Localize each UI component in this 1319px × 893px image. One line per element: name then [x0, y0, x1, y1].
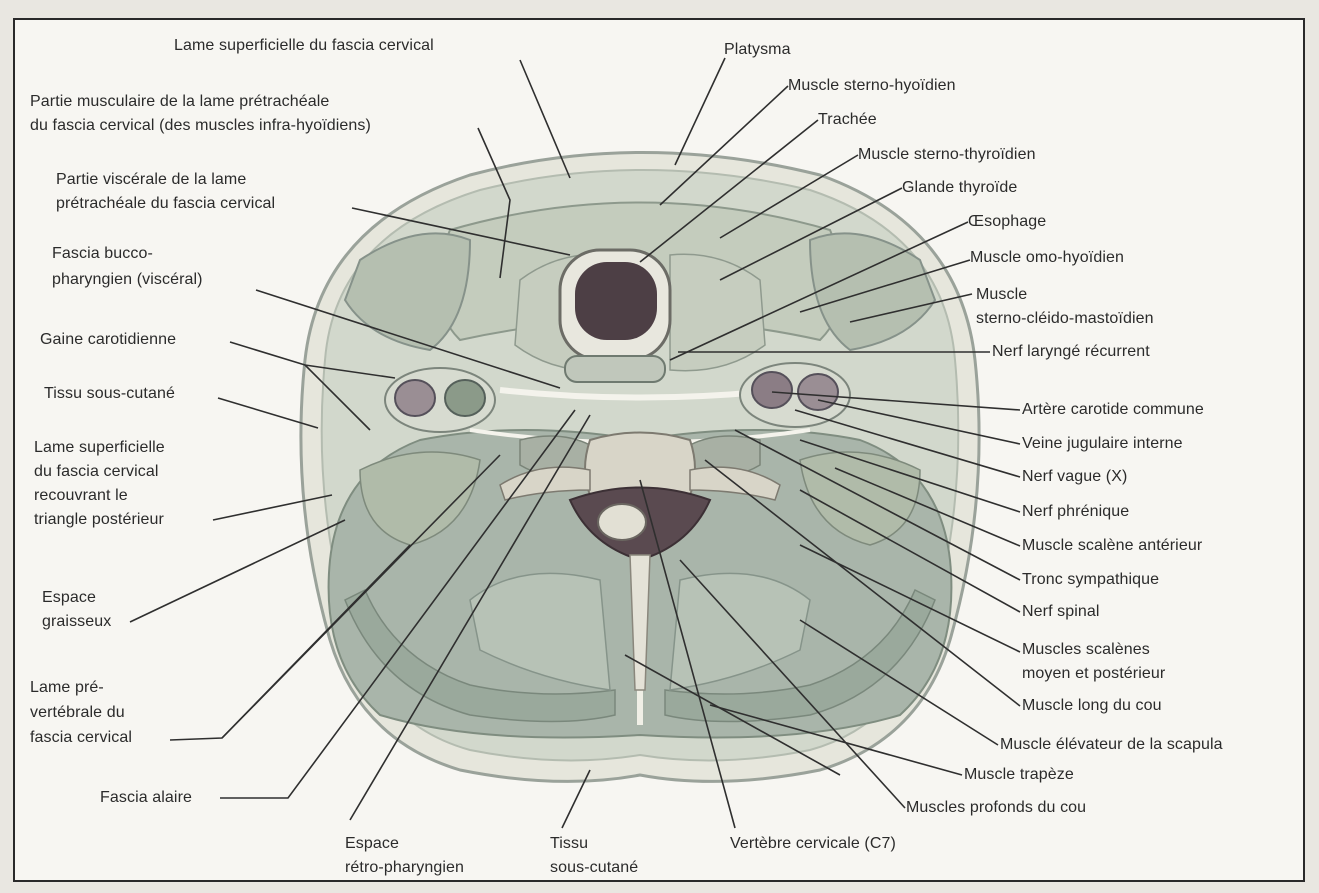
label-lame-prevert-line3: fascia cervical	[30, 728, 132, 747]
label-oesophage: Œsophage	[968, 212, 1046, 231]
label-fascia-bucco-line1: Fascia bucco-	[52, 244, 153, 263]
label-scm-line2: sterno-cléido-mastoïdien	[976, 309, 1154, 328]
trachea-lumen	[575, 262, 657, 340]
label-sterno-hyoidien: Muscle sterno-hyoïdien	[788, 76, 956, 95]
label-espace-retro-line1: Espace	[345, 834, 399, 853]
label-scm-line1: Muscle	[976, 285, 1027, 304]
label-artere-carotide: Artère carotide commune	[1022, 400, 1204, 419]
label-scalenes-moyen-line1: Muscles scalènes	[1022, 640, 1150, 659]
label-veine-jugulaire: Veine jugulaire interne	[1022, 434, 1183, 453]
label-partie-musculaire-line1: Partie musculaire de la lame prétrachéal…	[30, 92, 329, 111]
label-trapeze: Muscle trapèze	[964, 765, 1074, 784]
label-omo-hyoidien: Muscle omo-hyoïdien	[970, 248, 1124, 267]
label-lame-prevert-line1: Lame pré-	[30, 678, 104, 697]
label-espace-graisseux-line1: Espace	[42, 588, 96, 607]
label-lame-sup-post-line4: triangle postérieur	[34, 510, 164, 529]
spinal-cord	[598, 504, 646, 540]
label-long-du-cou: Muscle long du cou	[1022, 696, 1162, 715]
label-elevateur-scapula: Muscle élévateur de la scapula	[1000, 735, 1223, 754]
label-platysma: Platysma	[724, 40, 791, 59]
label-scalenes-moyen-line2: moyen et postérieur	[1022, 664, 1165, 683]
carotid-artery-left	[395, 380, 435, 416]
jugular-vein-left	[445, 380, 485, 416]
label-tissu-sous-cutane-left: Tissu sous-cutané	[44, 384, 175, 403]
label-fascia-bucco-line2: pharyngien (viscéral)	[52, 270, 203, 289]
label-lame-prevert-line2: vertébrale du	[30, 703, 125, 722]
jugular-vein-right	[798, 374, 838, 410]
label-fascia-alaire: Fascia alaire	[100, 788, 192, 807]
label-espace-retro-line2: rétro-pharyngien	[345, 858, 464, 877]
label-sterno-thyroidien: Muscle sterno-thyroïdien	[858, 145, 1036, 164]
label-partie-viscerale-line2: prétrachéale du fascia cervical	[56, 194, 275, 213]
carotid-artery-right	[752, 372, 792, 408]
label-lame-sup-post-line2: du fascia cervical	[34, 462, 159, 481]
label-lame-sup-post-line1: Lame superficielle	[34, 438, 165, 457]
leader-platysma	[675, 58, 725, 165]
label-partie-musculaire-line2: du fascia cervical (des muscles infra-hy…	[30, 116, 371, 135]
label-nerf-spinal: Nerf spinal	[1022, 602, 1100, 621]
label-partie-viscerale-line1: Partie viscérale de la lame	[56, 170, 246, 189]
label-espace-graisseux-line2: graisseux	[42, 612, 111, 631]
label-vertebre: Vertèbre cervicale (C7)	[730, 834, 896, 853]
label-gaine-carotidienne: Gaine carotidienne	[40, 330, 176, 349]
label-nerf-phrenique: Nerf phrénique	[1022, 502, 1129, 521]
label-tissu-sous-cutane-bottom-line2: sous-cutané	[550, 858, 638, 877]
label-nerf-vague: Nerf vague (X)	[1022, 467, 1127, 486]
label-muscles-profonds: Muscles profonds du cou	[906, 798, 1086, 817]
label-tronc-sympathique: Tronc sympathique	[1022, 570, 1159, 589]
label-glande-thyroide: Glande thyroïde	[902, 178, 1017, 197]
label-lame-sup-post-line3: recouvrant le	[34, 486, 128, 505]
label-trachee: Trachée	[818, 110, 877, 129]
label-tissu-sous-cutane-bottom-line1: Tissu	[550, 834, 588, 853]
label-scalene-anterieur: Muscle scalène antérieur	[1022, 536, 1202, 555]
label-nerf-larynge: Nerf laryngé récurrent	[992, 342, 1150, 361]
esophagus	[565, 356, 665, 382]
label-lame-superficielle-top: Lame superficielle du fascia cervical	[174, 36, 434, 55]
